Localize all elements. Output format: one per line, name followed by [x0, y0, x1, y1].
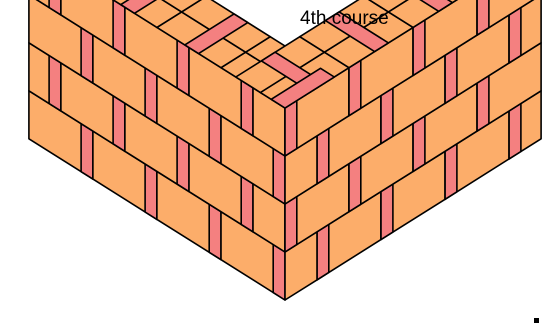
left-header-brick	[81, 28, 93, 83]
right-header-brick	[477, 76, 489, 131]
right-header-brick	[317, 128, 329, 183]
right-header-brick	[285, 101, 297, 156]
left-header-brick	[145, 164, 157, 219]
right-header-brick	[413, 20, 425, 75]
right-header-brick	[349, 60, 361, 115]
right-header-brick	[445, 144, 457, 200]
left-header-brick	[177, 40, 189, 95]
right-header-brick	[413, 116, 425, 171]
left-header-brick	[209, 108, 221, 163]
right-header-brick	[349, 156, 361, 211]
left-header-brick	[113, 96, 125, 152]
right-header-brick	[445, 48, 457, 104]
right-header-brick	[509, 8, 521, 63]
left-header-brick	[113, 0, 125, 55]
left-header-brick	[273, 149, 285, 204]
right-header-brick	[509, 104, 521, 159]
left-header-brick	[241, 80, 253, 135]
right-header-brick	[317, 224, 329, 280]
left-header-brick	[209, 204, 221, 259]
left-header-brick	[49, 56, 61, 111]
right-header-brick	[381, 88, 393, 144]
left-header-brick	[81, 124, 93, 179]
left-header-brick	[177, 136, 189, 192]
course-label: 4th course	[300, 8, 389, 30]
corner-mark	[534, 318, 539, 323]
left-header-brick	[273, 245, 285, 300]
left-header-brick	[145, 68, 157, 123]
right-header-brick	[381, 184, 393, 240]
left-header-brick	[241, 176, 253, 231]
right-header-brick	[285, 197, 297, 252]
